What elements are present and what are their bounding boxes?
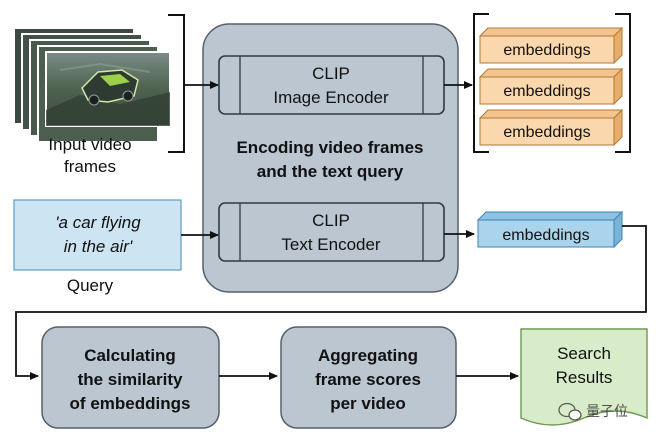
image-embedding-block: embeddings — [478, 26, 624, 65]
image-encoder-line1: CLIP — [312, 64, 350, 83]
flying-car-icon — [81, 69, 139, 106]
watermark-text: 量子位 — [586, 403, 628, 419]
aggregate-step-box: Aggregating frame scores per video — [280, 326, 457, 429]
text-embedding-label: embeddings — [502, 227, 589, 244]
image-embedding-block: embeddings — [478, 67, 624, 106]
aggregate-line3: per video — [330, 394, 406, 413]
frames-bracket — [168, 14, 185, 153]
query-text-line2: in the air' — [64, 237, 133, 256]
video-frames-stack — [13, 27, 171, 143]
query-label: Query — [67, 276, 114, 295]
results-line1: Search — [557, 344, 611, 363]
encoder-caption-line2: and the text query — [257, 162, 404, 181]
aggregate-line1: Aggregating — [318, 346, 418, 365]
image-embedding-label: embeddings — [503, 124, 590, 141]
similarity-line1: Calculating — [84, 346, 176, 365]
image-embedding-label: embeddings — [503, 42, 590, 59]
text-embedding-block: embeddings — [476, 210, 624, 249]
connector-embeddings-to-similarity — [15, 225, 647, 380]
similarity-line3: of embeddings — [70, 394, 191, 413]
embeddings-bracket-right — [615, 13, 631, 153]
clip-image-encoder: CLIP Image Encoder — [218, 55, 445, 115]
search-results-document: Search Results — [520, 328, 648, 426]
text-encoder-line2: Text Encoder — [281, 235, 381, 254]
image-encoder-line2: Image Encoder — [273, 88, 389, 107]
watermark: 量子位 — [558, 402, 628, 421]
similarity-step-box: Calculating the similarity of embeddings — [41, 326, 220, 429]
query-text-line1: 'a car flying — [55, 213, 141, 232]
input-frames-label-line1: Input video — [48, 135, 131, 154]
similarity-line2: the similarity — [78, 370, 183, 389]
results-line2: Results — [556, 368, 613, 387]
wechat-icon — [558, 402, 582, 421]
input-frames-label-line2: frames — [64, 157, 116, 176]
aggregate-line2: frame scores — [315, 370, 421, 389]
image-embedding-label: embeddings — [503, 83, 590, 100]
embeddings-bracket-left — [473, 13, 489, 153]
text-encoder-line1: CLIP — [312, 211, 350, 230]
image-embedding-block: embeddings — [478, 108, 624, 147]
encoder-caption-line1: Encoding video frames — [236, 138, 423, 157]
clip-text-encoder: CLIP Text Encoder — [218, 202, 445, 262]
query-box: 'a car flying in the air' — [13, 199, 182, 271]
video-frame-front — [45, 51, 171, 127]
